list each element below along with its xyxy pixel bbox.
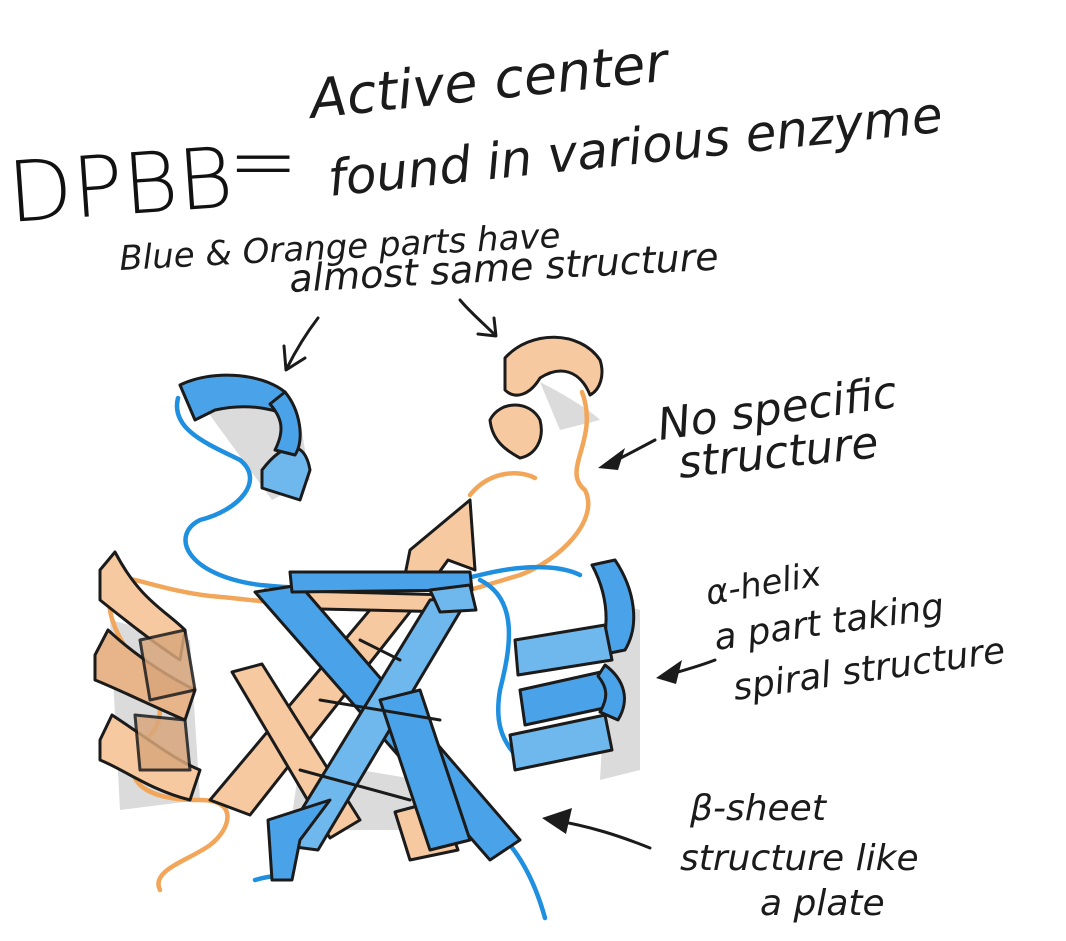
callout-sheet: β-sheet structure like a plate (542, 788, 919, 924)
callout-sheet-line-1: β-sheet (689, 788, 828, 829)
callout-helix: α-helix a part taking spiral structure (656, 554, 1008, 709)
sheet-cross-lines (298, 638, 442, 802)
callout-loop-arrow-head (598, 448, 625, 470)
arrow-head-blue (282, 344, 307, 372)
blue-top-helix (178, 373, 312, 502)
blue-beta-sheet (253, 570, 522, 882)
callout-loop: No specific structure (598, 367, 900, 489)
callout-sheet-line-3: a plate (760, 883, 885, 924)
callout-sheet-line-2: structure like (680, 838, 919, 879)
orange-top-caps (488, 335, 604, 460)
title-equals: = (228, 112, 298, 210)
definition-line-1: Active center (304, 30, 673, 131)
callout-sheet-arrow-head (542, 808, 572, 834)
blue-right-helix (508, 558, 636, 772)
note-arrows (282, 298, 498, 372)
callout-helix-arrow-head (656, 660, 682, 684)
blue-backbone (174, 395, 583, 921)
title-term: DPBB (5, 128, 237, 241)
arrow-to-orange-domain (458, 298, 496, 336)
arrow-to-blue-domain (285, 316, 320, 370)
protein-structure (93, 335, 640, 921)
arrow-head-orange (476, 316, 498, 338)
title-block: DPBB = Active center found in various en… (5, 30, 946, 301)
orange-helix-left (93, 550, 202, 802)
blue-arrow-strand (266, 798, 332, 882)
